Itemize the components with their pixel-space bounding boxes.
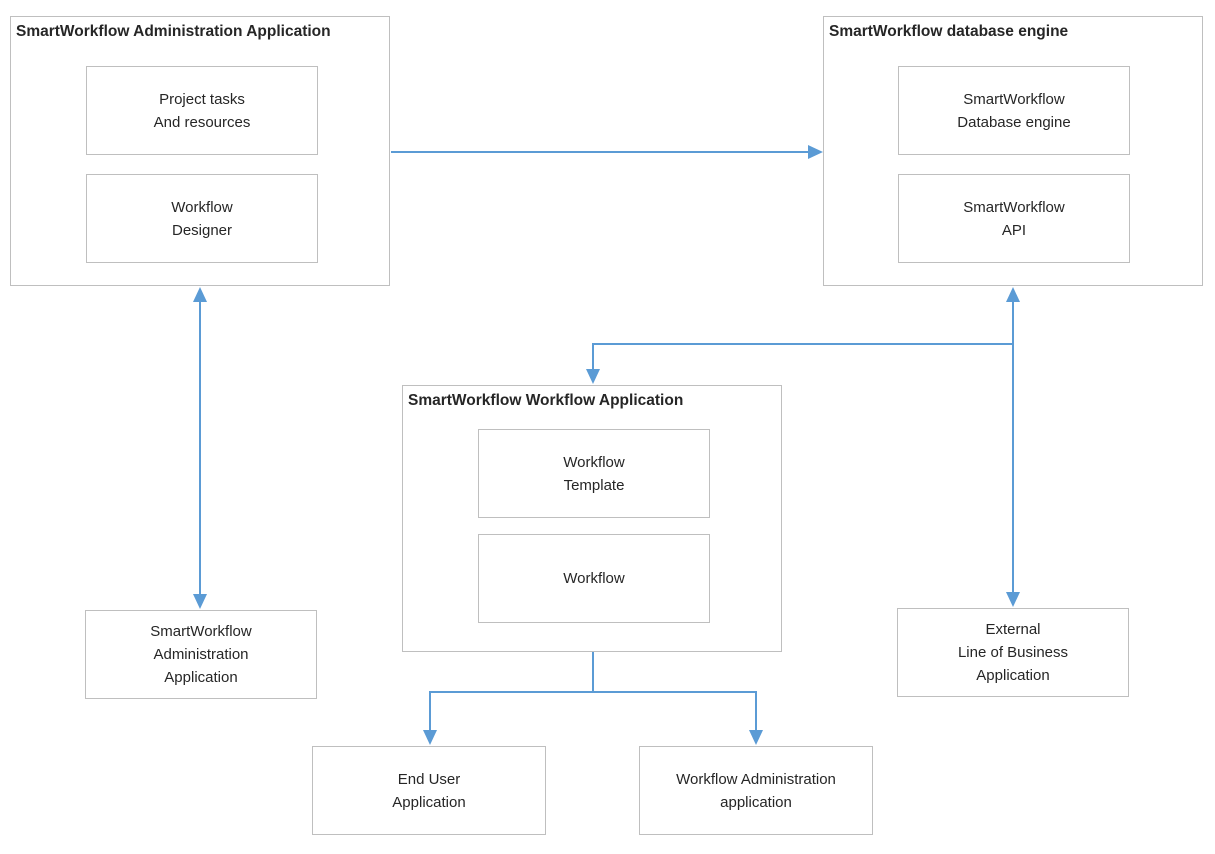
box-text-line: SmartWorkflow	[963, 198, 1065, 216]
group-smartworkflow-database-engine: SmartWorkflow database engine SmartWorkf…	[823, 16, 1203, 286]
box-text-line: API	[1001, 221, 1027, 239]
group-title: SmartWorkflow Administration Application	[16, 23, 331, 40]
box-text-line: SmartWorkflow	[963, 90, 1065, 108]
box-text-line: External	[985, 621, 1041, 638]
box-workflow: Workflow	[478, 534, 710, 623]
box-text-line: Database engine	[957, 113, 1071, 131]
box-project-tasks-and-resources: Project tasks And resources	[86, 66, 318, 155]
box-text-line: Application	[976, 667, 1050, 684]
box-text-line: End User	[397, 770, 461, 788]
box-text-line: Project tasks	[159, 90, 245, 108]
box-text-line: Template	[563, 476, 625, 494]
box-text-line: Application	[392, 793, 466, 811]
box-text-line: Line of Business	[957, 644, 1069, 661]
box-workflow-designer: Workflow Designer	[86, 174, 318, 263]
connector-admin-app-to-db-engine	[391, 145, 823, 159]
connector-admin-app-to-admin-application	[193, 287, 207, 609]
connector-db-engine-branch-to-workflow-app	[586, 343, 1013, 384]
box-workflow-template: Workflow Template	[478, 429, 710, 518]
box-text-line: Workflow	[563, 453, 625, 471]
box-smartworkflow-database-engine: SmartWorkflow Database engine	[898, 66, 1130, 155]
node-smartworkflow-administration-application: SmartWorkflow Administration Application	[85, 610, 317, 699]
connector-db-engine-to-external-lob	[1006, 287, 1020, 607]
group-title: SmartWorkflow database engine	[829, 23, 1069, 40]
box-text-line: Designer	[171, 221, 233, 239]
box-text-line: Workflow	[563, 570, 625, 587]
box-smartworkflow-api: SmartWorkflow API	[898, 174, 1130, 263]
node-workflow-administration-application: Workflow Administration application	[639, 746, 873, 835]
box-text-line: Administration	[153, 646, 249, 663]
box-text-line: And resources	[153, 113, 251, 131]
box-text-line: SmartWorkflow	[150, 623, 252, 640]
box-text-line: application	[720, 793, 792, 811]
connector-workflow-app-tree	[423, 652, 763, 745]
box-text-line: Workflow	[171, 198, 233, 216]
box-text-line: Application	[164, 669, 238, 686]
node-end-user-application: End User Application	[312, 746, 546, 835]
group-smartworkflow-workflow-application: SmartWorkflow Workflow Application Workf…	[402, 385, 782, 652]
group-title: SmartWorkflow Workflow Application	[408, 392, 684, 409]
box-text-line: Workflow Administration	[676, 770, 836, 788]
group-smartworkflow-administration-application: SmartWorkflow Administration Application…	[10, 16, 390, 286]
node-external-line-of-business-application: External Line of Business Application	[897, 608, 1129, 697]
